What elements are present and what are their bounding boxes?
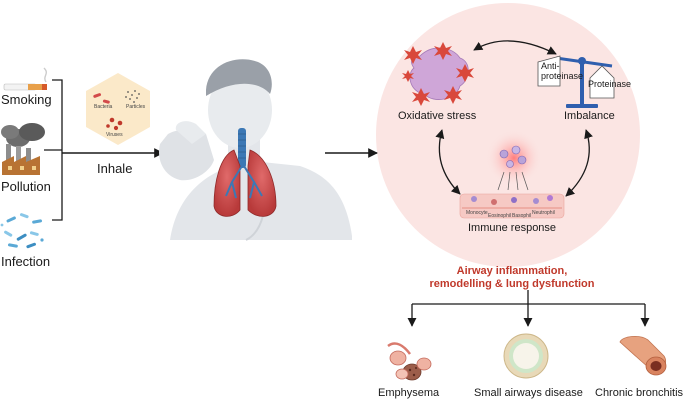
factory-icon: [1, 123, 45, 175]
outcome-line1: Airway inflammation,: [456, 265, 568, 277]
outcome-line2: remodelling & lung dysfunction: [429, 278, 595, 290]
cigarette-icon: [3, 67, 47, 91]
cell-label-basophil: Basophil: [512, 213, 532, 219]
cell-label-eosinophil: Eosinophil: [488, 213, 512, 219]
proteinase-label: Proteinase: [588, 79, 632, 89]
imbalance-label: Imbalance: [564, 110, 615, 122]
anti-proteinase-label-line2: proteinase: [541, 71, 584, 81]
cause-smoking-label: Smoking: [1, 92, 52, 107]
oxidative-stress-icon: [402, 42, 474, 106]
anti-proteinase-label-line1: Anti-: [541, 61, 560, 71]
oxidative-stress-label: Oxidative stress: [398, 110, 477, 122]
small-airways-icon: [503, 333, 549, 379]
particle-bacteria-label: Bacteria: [94, 104, 113, 110]
cell-label-neutrophil: Neutrophil: [532, 210, 555, 216]
chronic-bronchitis-icon: [619, 336, 667, 376]
stress-immune-arrow: [435, 129, 461, 195]
imbalance-immune-arrow: [565, 129, 593, 197]
outcome-branch: [412, 290, 645, 305]
immune-response-label: Immune response: [468, 222, 557, 234]
cause-pollution-label: Pollution: [1, 179, 51, 194]
emphysema-icon: [387, 342, 432, 381]
cause-infection-label: Infection: [1, 254, 51, 269]
cause-bracket: [44, 79, 63, 221]
cell-label-monocyte: Monocyte: [466, 210, 488, 216]
inhale-label: Inhale: [97, 161, 133, 176]
disease-chronic-bronchitis-label: Chronic bronchitis: [595, 387, 684, 399]
disease-emphysema-label: Emphysema: [378, 387, 440, 399]
particles-hexagon: [86, 73, 150, 145]
stress-imbalance-arrow: [473, 40, 557, 55]
particle-viruses-label: Viruses: [106, 132, 123, 138]
microbes-icon: [0, 213, 44, 249]
particle-particles-label: Particles: [126, 104, 146, 110]
immune-response-icon: [459, 130, 565, 219]
balance-scale-icon: [537, 55, 615, 108]
disease-small-airways-label: Small airways disease: [474, 387, 583, 399]
lungs: [213, 128, 277, 217]
